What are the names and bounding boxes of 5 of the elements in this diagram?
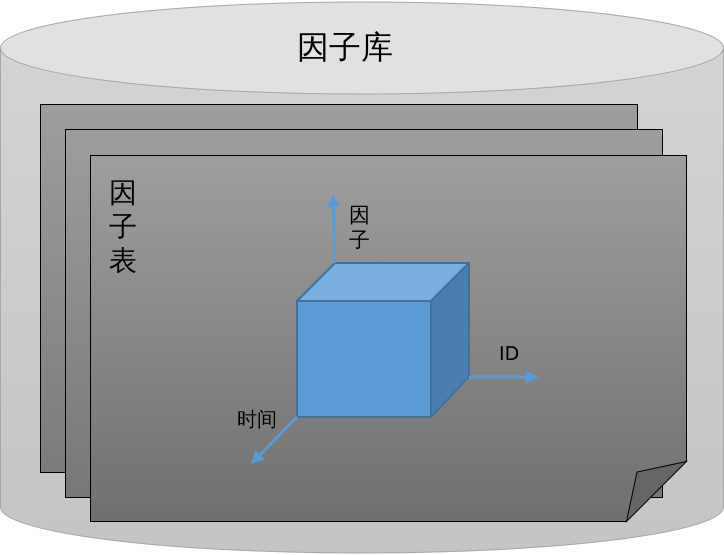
axis-label: 时间 (237, 406, 278, 432)
sheet-title: 因子表 (109, 176, 138, 278)
cylinder-title: 因子库 (296, 27, 394, 67)
axis-label: ID (499, 342, 520, 366)
axis-label: 因子 (349, 203, 371, 253)
